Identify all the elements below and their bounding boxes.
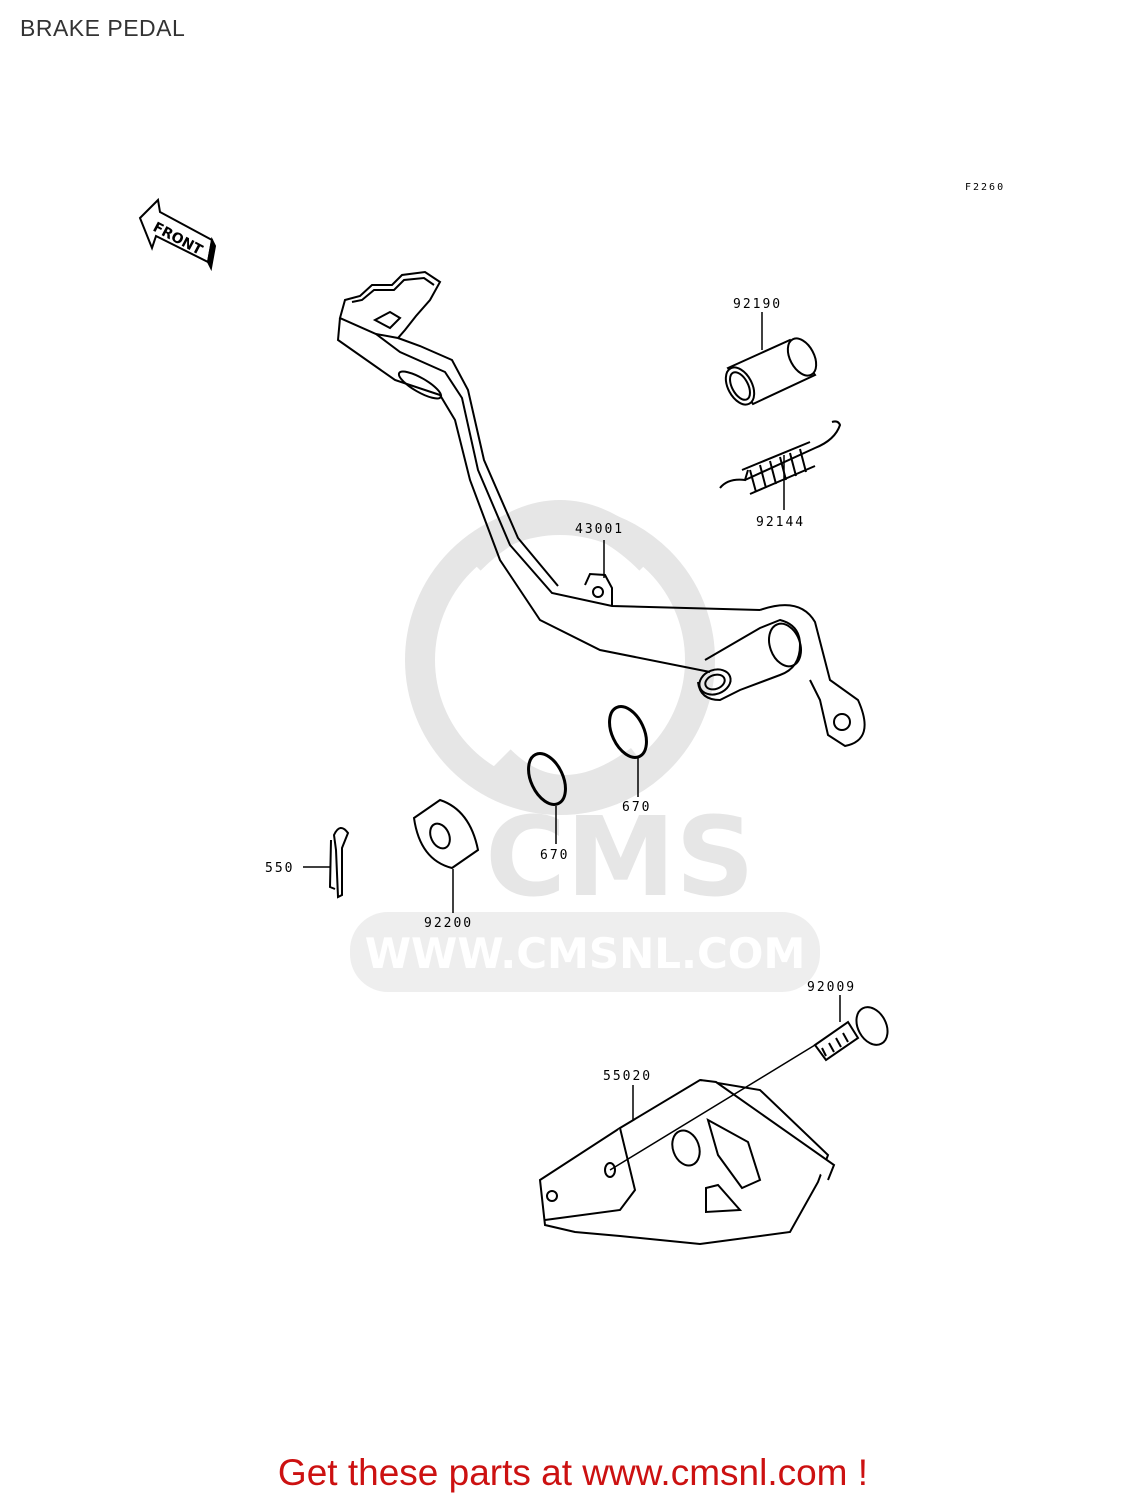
- watermark-banner: [350, 912, 820, 992]
- part-number-92144: 92144: [756, 515, 805, 530]
- part-number-92190: 92190: [733, 297, 782, 312]
- part-number-670-upper: 670: [622, 800, 651, 815]
- leader-lines: [303, 312, 841, 1171]
- watermark-url: WWW.CMSNL.COM: [365, 929, 806, 978]
- watermark-brand: CMS: [485, 793, 754, 921]
- collar-part: [724, 337, 818, 406]
- o-ring-part-upper: [608, 705, 648, 759]
- brake-pedal-part: [336, 270, 866, 748]
- spring-part: [719, 420, 842, 495]
- screw-part: [813, 1006, 889, 1062]
- page-title: BRAKE PEDAL: [20, 15, 186, 41]
- part-number-43001: 43001: [575, 522, 624, 537]
- front-arrow-icon: FRONT: [138, 197, 217, 272]
- o-ring-part-lower: [527, 752, 567, 806]
- cmsnl-watermark: CMS WWW.CMSNL.COM: [350, 500, 820, 992]
- watermark-logo-icon: [405, 500, 715, 815]
- cotter-pin-part: [328, 827, 350, 899]
- figure-code: F2260: [965, 182, 1005, 193]
- part-number-550: 550: [265, 861, 294, 876]
- part-number-92200: 92200: [424, 916, 473, 931]
- guard-part: [538, 1078, 836, 1246]
- part-number-92009: 92009: [807, 980, 856, 995]
- part-number-670-lower: 670: [540, 848, 569, 863]
- washer-part: [412, 798, 480, 870]
- footer-promo-link[interactable]: Get these parts at www.cmsnl.com !: [277, 1452, 869, 1493]
- part-number-55020: 55020: [603, 1069, 652, 1084]
